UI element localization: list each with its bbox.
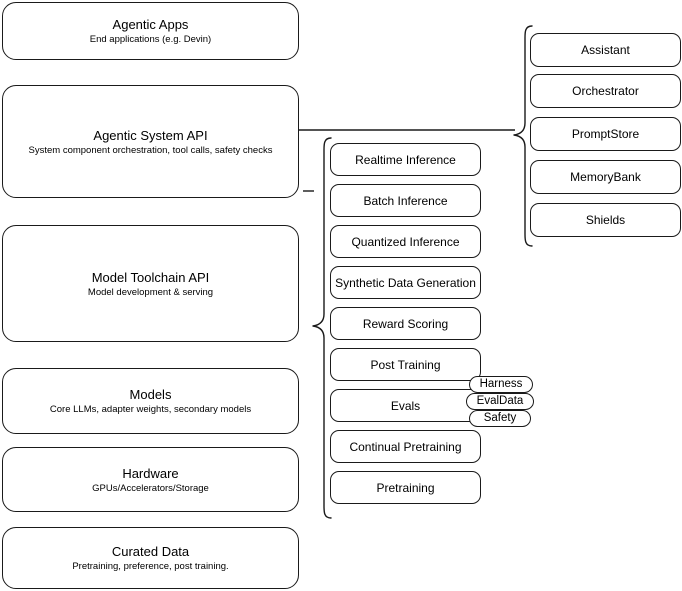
toolchain-item-label: Continual Pretraining	[349, 439, 462, 454]
stack-layer-title: Model Toolchain API	[91, 269, 210, 285]
system-component-label: PromptStore	[571, 127, 640, 141]
system-component-label: Shields	[585, 213, 626, 227]
toolchain-item-quantized-inference[interactable]: Quantized Inference	[330, 225, 481, 258]
toolchain-item-label: Synthetic Data Generation	[335, 275, 476, 290]
toolchain-item-label: Quantized Inference	[351, 234, 460, 249]
connector-toolchain-brace-stem	[303, 185, 315, 197]
stack-layer-agentic-apps[interactable]: Agentic Apps End applications (e.g. Devi…	[2, 2, 299, 60]
system-component-memorybank[interactable]: MemoryBank	[530, 160, 681, 194]
stack-layer-title: Curated Data	[111, 544, 190, 559]
stack-layer-title: Agentic Apps	[112, 17, 189, 32]
stack-layer-subtitle: Model development & serving	[87, 286, 214, 298]
toolchain-item-label: Batch Inference	[363, 193, 448, 208]
toolchain-item-label: Post Training	[370, 357, 441, 372]
connector-system-api-to-components	[299, 124, 515, 136]
toolchain-item-continual-pretraining[interactable]: Continual Pretraining	[330, 430, 481, 463]
system-component-label: MemoryBank	[570, 170, 641, 184]
toolchain-item-label: Pretraining	[376, 480, 435, 495]
eval-badge-label: Safety	[483, 412, 517, 424]
stack-layer-subtitle: Core LLMs, adapter weights, secondary mo…	[49, 404, 252, 415]
eval-badge-evaldata[interactable]: EvalData	[466, 393, 534, 410]
toolchain-item-label: Reward Scoring	[362, 316, 449, 331]
eval-badge-label: Harness	[479, 378, 523, 390]
toolchain-item-reward-scoring[interactable]: Reward Scoring	[330, 307, 481, 340]
brace-toolchain	[310, 136, 332, 520]
stack-layer-agentic-system-api[interactable]: Agentic System API System component orch…	[2, 85, 299, 198]
toolchain-item-realtime-inference[interactable]: Realtime Inference	[330, 143, 481, 176]
eval-badge-harness[interactable]: Harness	[469, 376, 533, 393]
system-component-label: Assistant	[581, 43, 630, 57]
toolchain-item-label: Realtime Inference	[355, 152, 456, 167]
stack-layer-subtitle: Pretraining, preference, post training.	[72, 561, 229, 572]
stack-layer-hardware[interactable]: Hardware GPUs/Accelerators/Storage	[2, 447, 299, 512]
toolchain-item-evals[interactable]: Evals	[330, 389, 481, 422]
system-component-promptstore[interactable]: PromptStore	[530, 117, 681, 151]
stack-layer-subtitle: System component orchestration, tool cal…	[28, 144, 273, 156]
toolchain-item-synthetic-data-generation[interactable]: Synthetic Data Generation	[330, 266, 481, 299]
system-component-orchestrator[interactable]: Orchestrator	[530, 74, 681, 108]
toolchain-item-label: Evals	[390, 398, 421, 413]
stack-layer-models[interactable]: Models Core LLMs, adapter weights, secon…	[2, 368, 299, 434]
stack-layer-subtitle: End applications (e.g. Devin)	[89, 34, 212, 45]
stack-layer-curated-data[interactable]: Curated Data Pretraining, preference, po…	[2, 527, 299, 589]
toolchain-item-batch-inference[interactable]: Batch Inference	[330, 184, 481, 217]
eval-badge-safety[interactable]: Safety	[469, 410, 531, 427]
system-component-label: Orchestrator	[572, 84, 639, 98]
system-component-assistant[interactable]: Assistant	[530, 33, 681, 67]
system-component-shields[interactable]: Shields	[530, 203, 681, 237]
stack-layer-title: Models	[129, 387, 172, 402]
eval-badge-label: EvalData	[476, 395, 524, 407]
toolchain-item-pretraining[interactable]: Pretraining	[330, 471, 481, 504]
stack-layer-subtitle: GPUs/Accelerators/Storage	[92, 482, 209, 494]
stack-layer-title: Agentic System API	[93, 127, 208, 143]
stack-layer-model-toolchain-api[interactable]: Model Toolchain API Model development & …	[2, 225, 299, 342]
stack-layer-title: Hardware	[122, 465, 179, 481]
toolchain-item-post-training[interactable]: Post Training	[330, 348, 481, 381]
